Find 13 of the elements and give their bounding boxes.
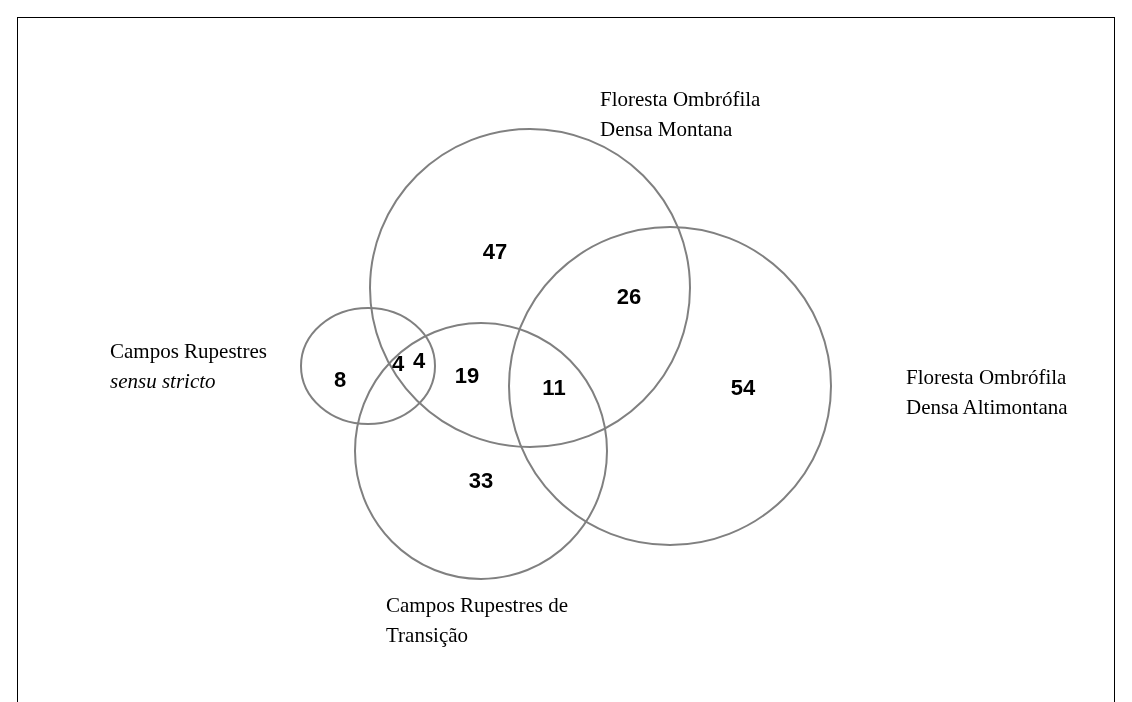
set-label: Floresta Ombrófila Densa Montana [600,86,762,143]
region-count: 11 [542,375,566,401]
region-count: 26 [616,284,642,310]
set-label: Campos Rupestres de Transição [386,592,569,649]
region-count: 54 [730,375,756,401]
set-label: Floresta Ombrófila Densa Altimontana [906,364,1069,421]
region-count: 19 [454,363,480,389]
set-label: Campos Rupestres sensu stricto [110,338,268,395]
region-count: 8 [333,367,347,393]
region-count: 33 [468,468,494,494]
region-count: 47 [482,239,508,265]
region-count: 4 [391,351,405,377]
region-count: 4 [412,348,426,374]
